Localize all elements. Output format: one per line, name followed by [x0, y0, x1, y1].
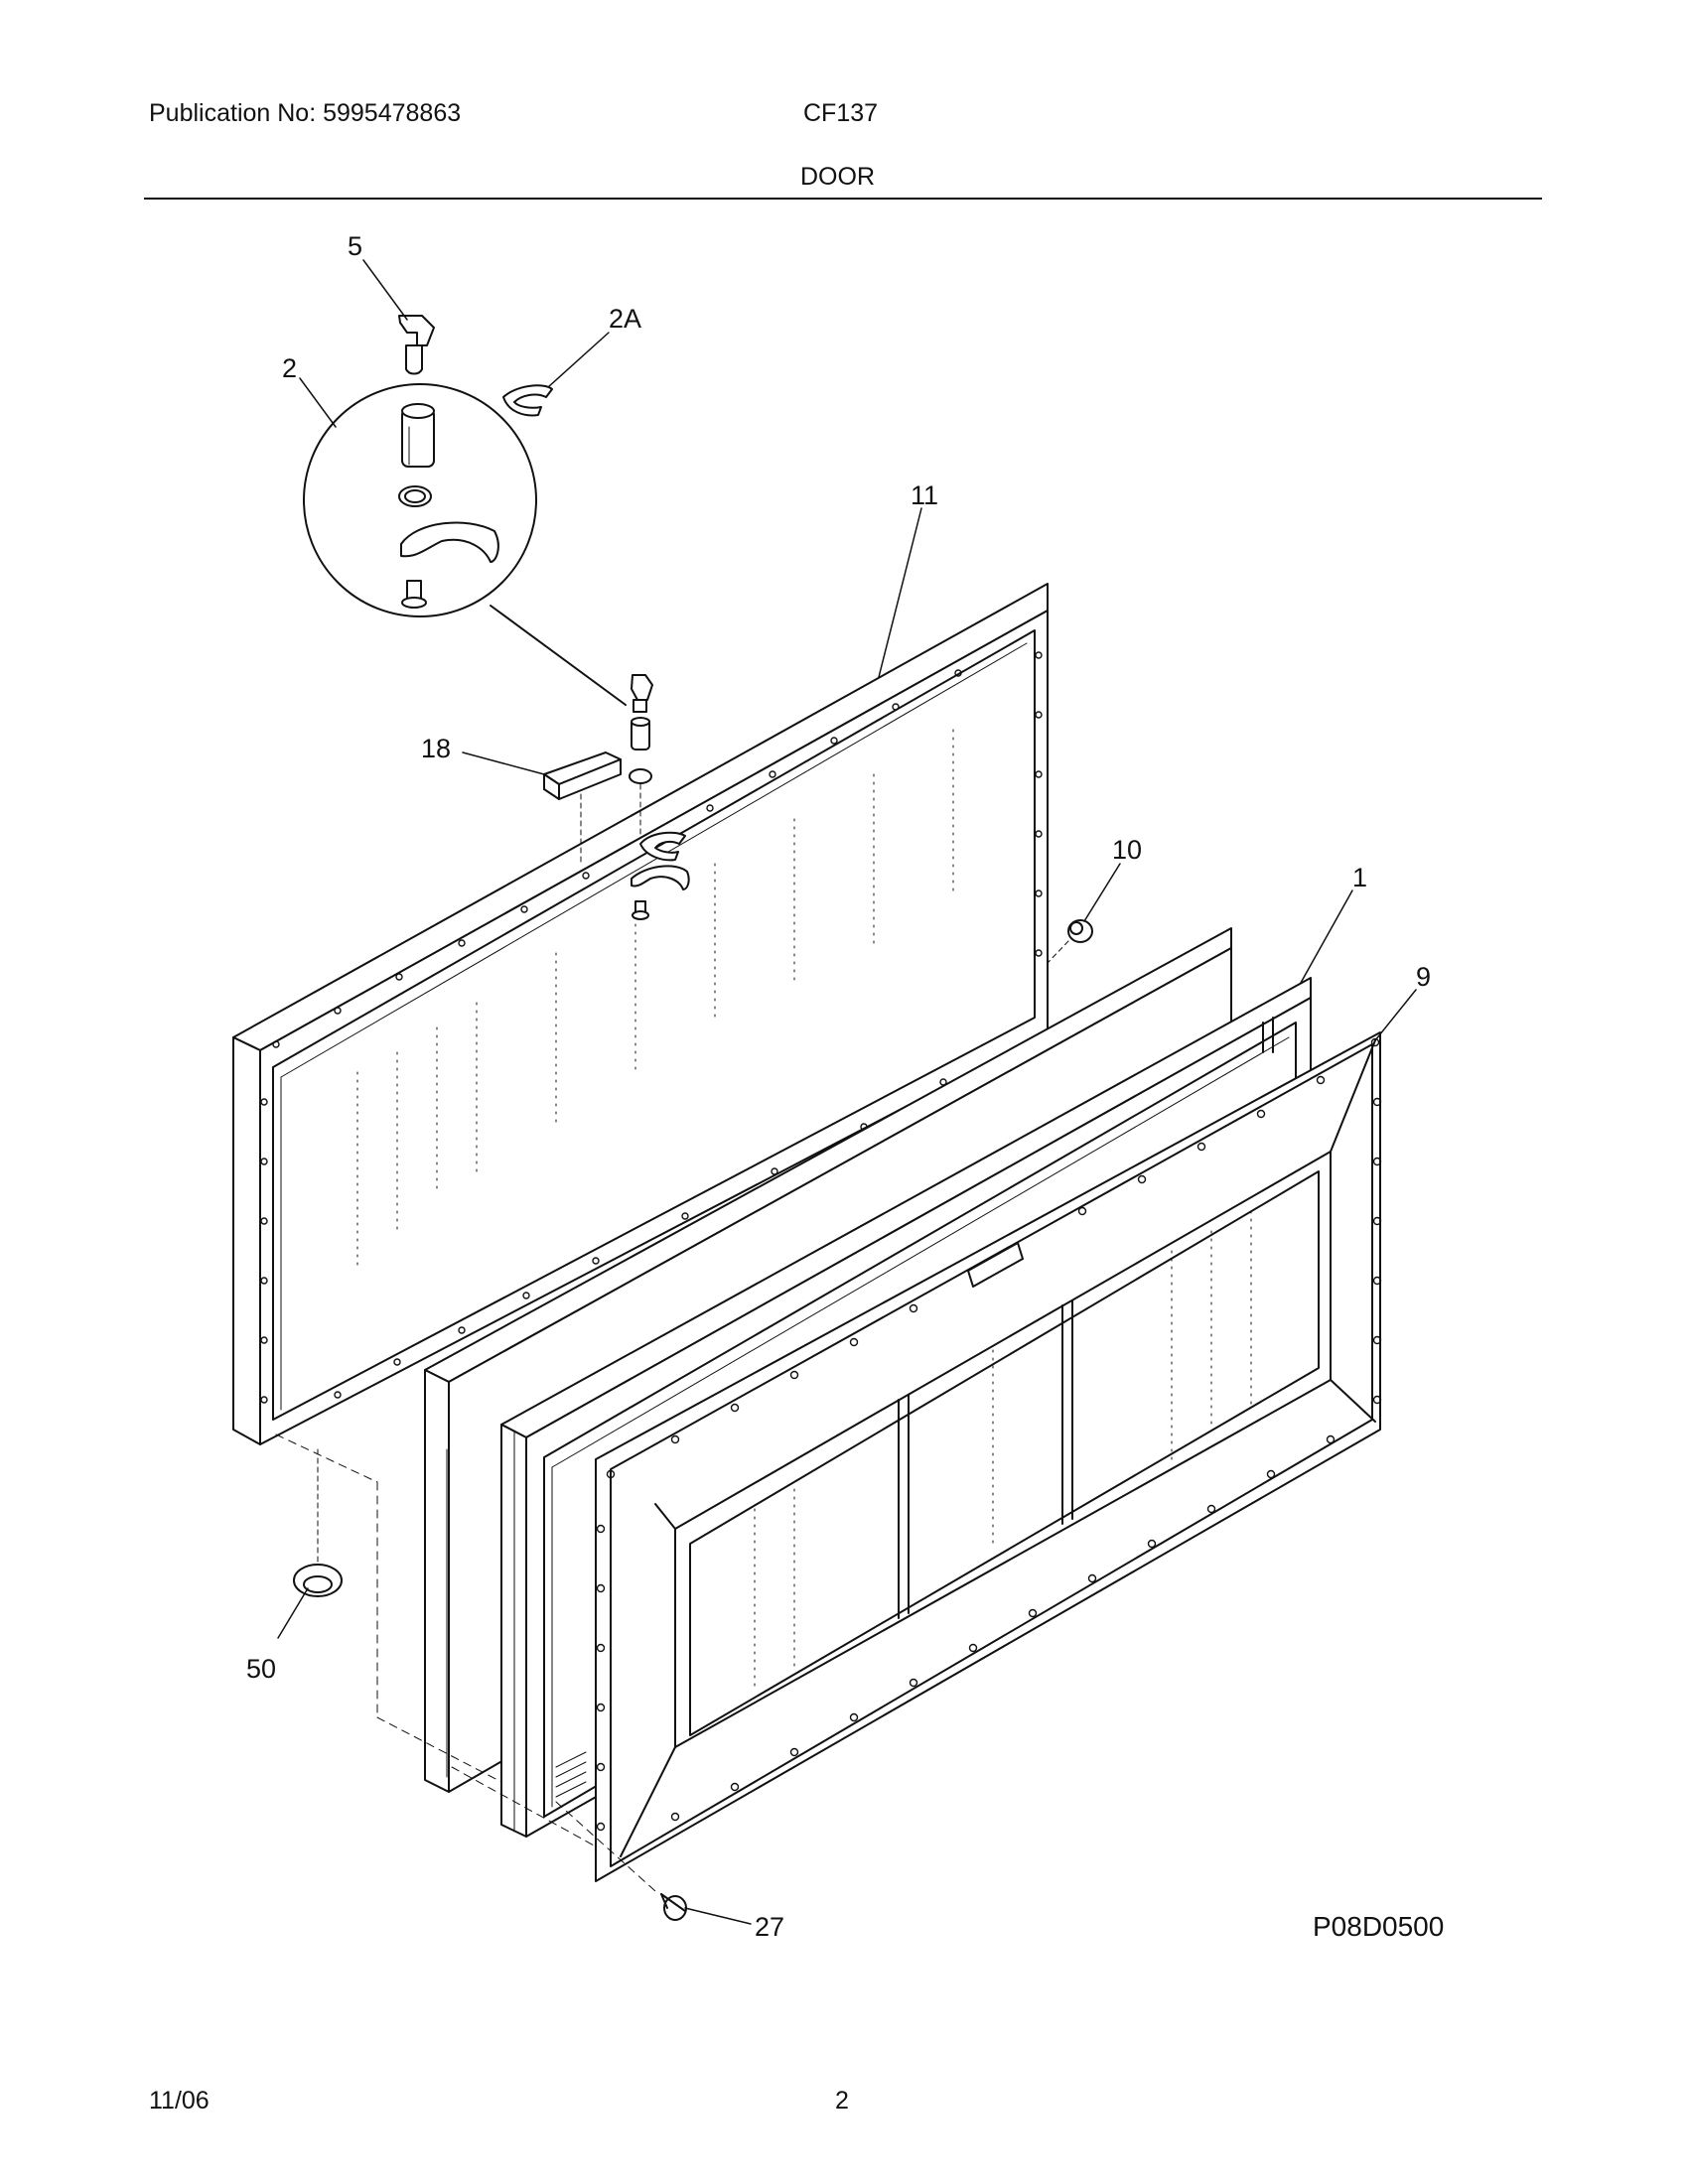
- callout-5: 5: [348, 231, 362, 261]
- callout-18: 18: [421, 734, 451, 763]
- callout-1: 1: [1352, 863, 1367, 892]
- callout-50: 50: [246, 1654, 276, 1684]
- callout-11: 11: [911, 480, 938, 510]
- model-number: CF137: [803, 99, 879, 127]
- part-2-lock-assembly-detail: [303, 383, 627, 706]
- callout-10: 10: [1112, 835, 1142, 865]
- callout-27: 27: [755, 1912, 784, 1942]
- part-18-handle: [543, 751, 622, 865]
- callout-2a: 2A: [609, 304, 641, 334]
- publication-number: Publication No: 5995478863: [149, 99, 462, 127]
- callout-9: 9: [1416, 962, 1431, 992]
- section-title: DOOR: [800, 163, 875, 191]
- header-rule: [144, 198, 1542, 200]
- part-10-hinge-cap: [1047, 919, 1093, 964]
- footer-date: 11/06: [149, 2087, 210, 2115]
- part-11-door-panel: [232, 583, 1049, 1445]
- part-9-outer-door-liner: [595, 1031, 1382, 1882]
- figure-code: P08D0500: [1313, 1911, 1444, 1942]
- page-number: 2: [835, 2087, 849, 2115]
- part-27-screw: [660, 1893, 687, 1921]
- part-50-bumper: [293, 1448, 343, 1597]
- part-2a-clip: [502, 384, 553, 417]
- door-lock-hardware: [629, 674, 690, 920]
- part-5-key: [398, 315, 435, 375]
- callout-2: 2: [282, 353, 297, 383]
